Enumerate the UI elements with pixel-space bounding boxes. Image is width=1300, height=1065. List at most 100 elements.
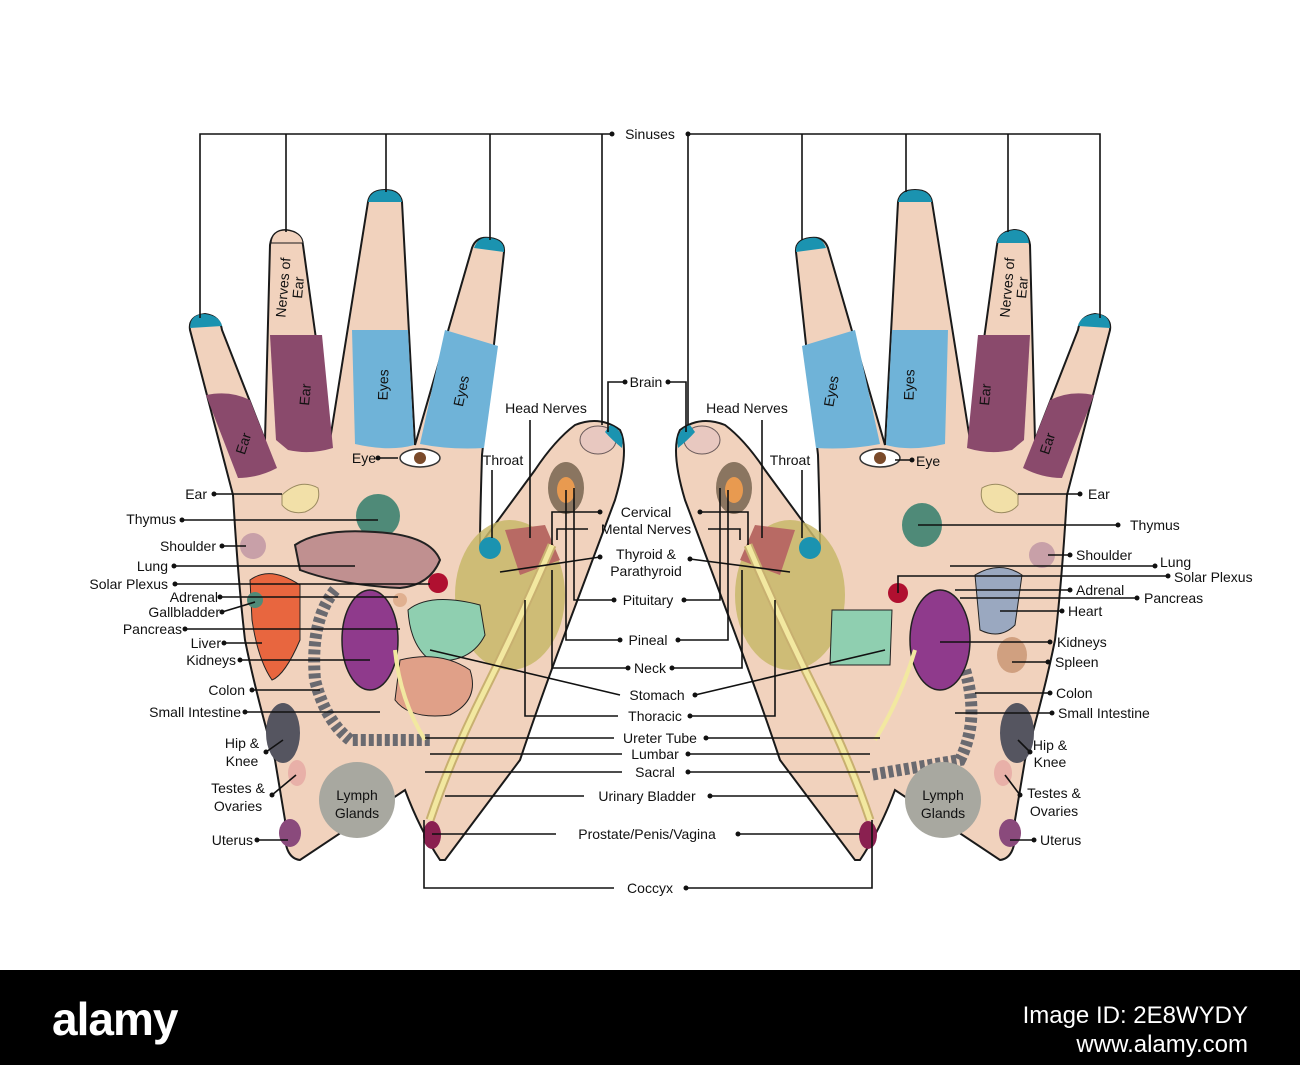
alamy-logo[interactable]: alamy	[52, 993, 178, 1045]
right-shoulder-point	[1029, 542, 1055, 568]
left-spine-inner	[427, 544, 555, 821]
label-hip-right-2: Knee	[1034, 754, 1067, 770]
label-cervical: Cervical	[621, 504, 672, 520]
label-hip-right-1: Hip &	[1033, 737, 1068, 753]
right-middle-eyes-text: Eyes	[900, 369, 917, 401]
label-ureter-tube: Ureter Tube	[623, 730, 697, 746]
right-throat-point	[799, 537, 821, 559]
label-colon-right: Colon	[1056, 685, 1093, 701]
left-nerves-of-ear-text-1: Nerves of	[272, 257, 293, 318]
left-adrenal-point	[393, 593, 407, 607]
right-fingertip-middle	[898, 190, 932, 202]
left-lymph-text-1: Lymph	[336, 787, 378, 803]
right-ureter	[873, 649, 917, 742]
left-fingertip-middle	[368, 190, 402, 202]
label-shoulder-left: Shoulder	[160, 538, 216, 554]
left-thumb-tip	[605, 425, 623, 448]
label-adrenal-left: Adrenal	[170, 589, 218, 605]
left-ear-zone-pinky	[206, 393, 277, 478]
label-neck: Neck	[634, 660, 667, 676]
left-eyes-zone-index	[420, 330, 498, 449]
label-ear-left: Ear	[185, 486, 207, 502]
label-liver-left: Liver	[191, 635, 222, 651]
label-testes-left-2: Ovaries	[214, 798, 262, 814]
right-fingertip-ring	[997, 230, 1029, 243]
label-thoracic: Thoracic	[628, 708, 682, 724]
left-nerves-of-ear-text-2: Ear	[289, 276, 307, 299]
right-ear-icon	[980, 483, 1019, 514]
left-eye-iris	[414, 452, 426, 464]
left-lymph-text-2: Glands	[335, 805, 379, 821]
leader-lines	[174, 133, 1168, 889]
left-lung-organ	[293, 530, 442, 590]
label-kidneys-left: Kidneys	[186, 652, 236, 668]
label-prostate: Prostate/Penis/Vagina	[578, 826, 716, 842]
right-testes-zone	[994, 760, 1012, 786]
left-uterus-zone	[279, 819, 301, 847]
label-testes-left-1: Testes &	[211, 780, 265, 796]
label-sacral: Sacral	[635, 764, 675, 780]
left-colon-organ	[308, 586, 430, 746]
label-stomach: Stomach	[629, 687, 684, 703]
right-ear-zone-pinky	[1023, 393, 1094, 478]
label-sinuses: Sinuses	[625, 126, 675, 142]
label-ear-right: Ear	[1088, 486, 1110, 502]
label-solar-plexus-left: Solar Plexus	[89, 576, 168, 592]
label-colon-left: Colon	[208, 682, 245, 698]
label-lumbar: Lumbar	[631, 746, 679, 762]
label-eye-right: Eye	[916, 453, 940, 469]
label-brain: Brain	[630, 374, 663, 390]
left-throat-point	[479, 537, 501, 559]
label-head-nerves-left: Head Nerves	[505, 400, 587, 416]
left-eyes-zone-middle	[352, 330, 414, 449]
label-lung-right: Lung	[1160, 554, 1191, 570]
right-spine-inner	[745, 544, 873, 821]
left-pinky-ear-text: Ear	[232, 430, 254, 456]
left-solar-plexus-point	[428, 573, 448, 593]
label-heart-right: Heart	[1068, 603, 1102, 619]
right-pinky-ear-text: Ear	[1036, 430, 1058, 456]
right-eyes-zone-middle	[886, 330, 948, 449]
right-nerves-of-ear-text-2: Ear	[1013, 276, 1031, 299]
labels: Sinuses Brain Head Nerves Head Nerves Th…	[89, 126, 1252, 896]
label-throat-right: Throat	[770, 452, 811, 468]
right-pineal-zone	[725, 477, 743, 503]
left-kidney-organ	[341, 589, 399, 691]
site-url-text[interactable]: www.alamy.com	[1076, 1030, 1248, 1058]
label-uterus-left: Uterus	[212, 832, 253, 848]
image-id-block: Image ID: 2E8WYDY www.alamy.com	[1023, 1002, 1248, 1060]
left-fingertip-pinky	[190, 314, 222, 328]
left-index-eyes-text: Eyes	[450, 374, 472, 408]
left-middle-eyes-text: Eyes	[374, 369, 391, 401]
right-eye-iris	[874, 452, 886, 464]
left-hip-knee-zone	[266, 703, 300, 763]
right-heart-organ	[974, 567, 1023, 635]
right-fingertip-pinky	[1078, 314, 1110, 328]
label-testes-right-1: Testes &	[1027, 785, 1081, 801]
label-pituitary: Pituitary	[623, 592, 674, 608]
label-pancreas-left: Pancreas	[123, 621, 182, 637]
label-hip-left-2: Knee	[226, 753, 259, 769]
label-small-intestine-right: Small Intestine	[1058, 705, 1150, 721]
label-urinary-bladder: Urinary Bladder	[598, 788, 696, 804]
label-pancreas-right: Pancreas	[1144, 590, 1203, 606]
left-ring-ear-text: Ear	[296, 383, 314, 406]
label-eye-left: Eye	[352, 450, 376, 466]
right-lymph-text-1: Lymph	[922, 787, 964, 803]
left-ear-zone-ring	[270, 335, 333, 453]
label-thymus-left: Thymus	[126, 511, 176, 527]
right-lymph-text-2: Glands	[921, 805, 965, 821]
label-spleen-right: Spleen	[1055, 654, 1099, 670]
left-thymus-organ	[356, 494, 400, 538]
right-uterus-zone	[999, 819, 1021, 847]
right-ear-zone-ring	[967, 335, 1030, 453]
right-index-eyes-text: Eyes	[820, 374, 841, 407]
label-hip-left-1: Hip &	[225, 735, 260, 751]
label-thymus-right: Thymus	[1130, 517, 1180, 533]
left-prostate-zone	[423, 821, 441, 849]
right-stomach-organ	[829, 609, 893, 666]
label-head-nerves-right: Head Nerves	[706, 400, 788, 416]
label-kidneys-right: Kidneys	[1057, 634, 1107, 650]
right-kidney-organ	[909, 589, 971, 691]
left-gallbladder-point	[247, 592, 263, 608]
